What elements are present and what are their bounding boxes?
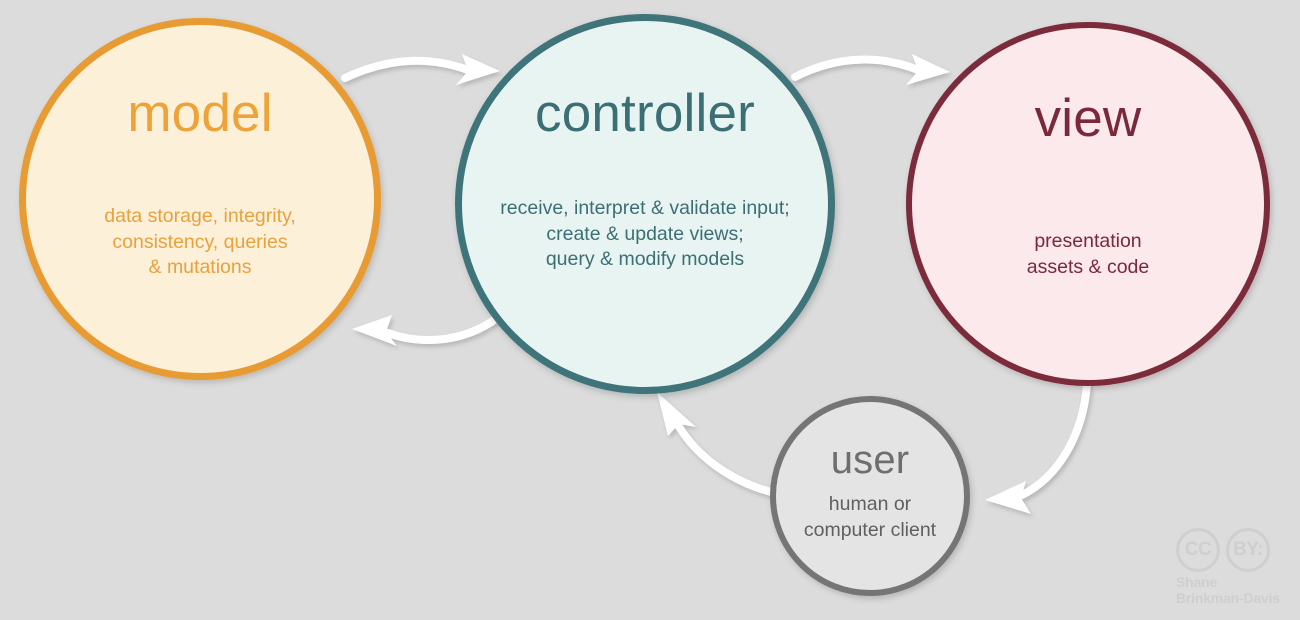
- node-view[interactable]: view presentation assets & code: [906, 22, 1270, 386]
- arrow-model-to-controller: [341, 54, 500, 85]
- node-model[interactable]: model data storage, integrity, consisten…: [19, 18, 381, 380]
- node-model-title: model: [127, 84, 273, 143]
- node-user[interactable]: user human or computer client: [770, 396, 970, 596]
- attribution-by-icon: BY:: [1226, 528, 1270, 572]
- creative-commons-icon: CC: [1176, 528, 1220, 572]
- node-model-description: data storage, integrity, consistency, qu…: [104, 205, 296, 279]
- node-view-title: view: [1034, 89, 1142, 148]
- node-controller[interactable]: controller receive, interpret & validate…: [455, 14, 835, 394]
- author-attribution: Shane Brinkman-Davis: [1176, 574, 1280, 606]
- arrow-view-to-user: [985, 380, 1091, 514]
- cc-badge-marks: CC BY:: [1176, 528, 1288, 572]
- node-user-title: user: [830, 438, 910, 482]
- arrow-user-to-controller: [657, 392, 790, 499]
- node-controller-title: controller: [535, 84, 755, 143]
- arrow-controller-to-model: [352, 314, 501, 346]
- node-view-description: presentation assets & code: [1026, 230, 1150, 278]
- node-controller-description: receive, interpret & validate input; cre…: [500, 197, 790, 271]
- arrow-controller-to-view: [791, 54, 950, 85]
- creative-commons-badge[interactable]: CC BY: Shane Brinkman-Davis: [1176, 528, 1288, 610]
- node-user-description: human or computer client: [803, 493, 937, 541]
